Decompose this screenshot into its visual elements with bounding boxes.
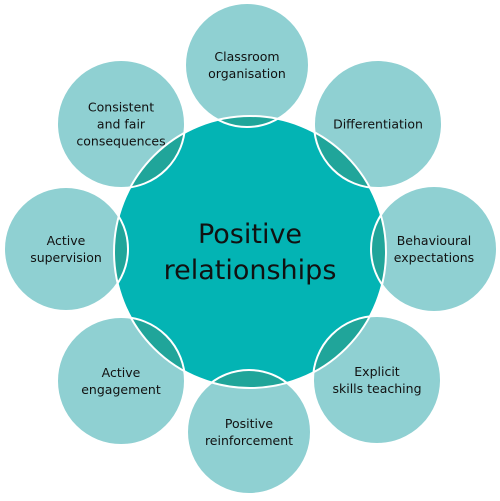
positive-reinforcement-label-line: reinforcement	[205, 433, 293, 448]
center-circle	[114, 116, 386, 388]
behavioural-expectations-outline	[370, 185, 498, 313]
behavioural-expectations-label: Behavioural expectations	[394, 233, 474, 265]
active-engagement-circle	[57, 317, 185, 445]
active-engagement-outline	[56, 316, 186, 446]
classroom-organisation-label: Classroom organisation	[208, 49, 286, 81]
active-supervision-circle	[4, 187, 128, 311]
active-supervision-label-line: supervision	[30, 250, 102, 265]
active-supervision-label-line: Active	[47, 233, 86, 248]
positive-reinforcement-label: Positive reinforcement	[205, 416, 293, 448]
classroom-organisation-circle	[185, 3, 309, 127]
consistent-fair-consequences-outline	[56, 59, 186, 189]
active-engagement-label-line: Active	[102, 365, 141, 380]
consistent-fair-consequences-label-line: consequences	[76, 134, 165, 149]
differentiation-label: Differentiation	[333, 117, 423, 132]
behavioural-expectations-label-line: expectations	[394, 250, 474, 265]
consistent-fair-consequences-label-line: and fair	[97, 117, 146, 132]
center-label-line: Positive	[198, 219, 302, 250]
consistent-fair-consequences-label-line: Consistent	[88, 100, 154, 115]
differentiation-label-line: Differentiation	[333, 117, 423, 132]
active-supervision-outline	[3, 186, 129, 312]
classroom-organisation-label-line: organisation	[208, 66, 286, 81]
explicit-skills-teaching-label-line: Explicit	[354, 364, 400, 379]
classroom-organisation-outline	[184, 2, 310, 128]
differentiation-outline	[313, 59, 443, 189]
center-label-line: relationships	[164, 255, 337, 286]
center-outline	[113, 115, 387, 389]
explicit-skills-teaching-outline	[312, 315, 442, 445]
positive-reinforcement-label-line: Positive	[225, 416, 273, 431]
behavioural-expectations-label-line: Behavioural	[397, 233, 472, 248]
active-supervision-label: Active supervision	[30, 233, 102, 265]
center-label: Positive relationships	[164, 219, 337, 286]
positive-reinforcement-outline	[186, 369, 312, 495]
consistent-fair-consequences-label: Consistent and fair consequences	[76, 100, 165, 149]
classroom-organisation-label-line: Classroom	[214, 49, 279, 64]
positive-reinforcement-circle	[187, 370, 311, 494]
active-engagement-label-line: engagement	[81, 382, 161, 397]
explicit-skills-teaching-label-line: skills teaching	[332, 381, 421, 396]
active-engagement-label: Active engagement	[81, 365, 161, 397]
explicit-skills-teaching-label: Explicit skills teaching	[332, 364, 421, 396]
behavioural-expectations-circle	[371, 186, 497, 312]
